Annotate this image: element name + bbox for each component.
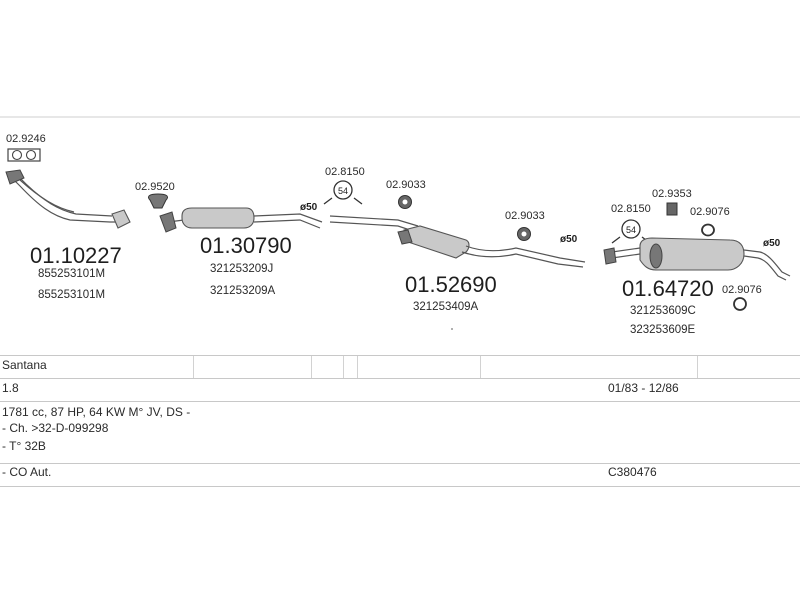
part-2-number: 01.30790 [200, 233, 292, 258]
ring-1-label: 02.9520 [135, 181, 175, 193]
part-1-oem-2: 855253101M [38, 289, 105, 301]
part-3-number: 01.52690 [405, 272, 497, 297]
column-divider [480, 356, 481, 378]
diameter-2-label: ø50 [560, 234, 578, 245]
spec-row-details: 1781 cc, 87 HP, 64 KW M° JV, DS - - Ch. … [0, 401, 800, 464]
model-name: Santana [2, 358, 47, 372]
rubber-3-label: 02.9353 [652, 188, 692, 200]
ring-3-icon [733, 297, 747, 311]
clamp-1-size: 54 [338, 186, 348, 196]
chassis-range: - Ch. >32-D-099298 [2, 421, 109, 435]
ring-2-icon [701, 223, 715, 237]
rubber-3-icon [666, 202, 678, 216]
diameter-3-label: ø50 [763, 238, 781, 249]
ring-1-icon [147, 193, 169, 209]
part-2-oem-1: 321253209J [210, 263, 273, 275]
vehicle-type: - T° 32B [2, 439, 46, 453]
engine-size: 1.8 [2, 381, 19, 395]
center-silencer-drawing [329, 215, 586, 268]
part-3-oem-1: 321253409A [413, 301, 479, 313]
spec-row-co: - CO Aut. C380476 [0, 463, 800, 487]
front-pipe-drawing [5, 169, 131, 229]
gasket-front-label: 02.9246 [6, 133, 46, 145]
stray-mark [451, 328, 453, 330]
part-4-oem-1: 321253609C [630, 305, 696, 317]
engine-details: 1781 cc, 87 HP, 64 KW M° JV, DS - [2, 405, 191, 419]
exhaust-system-diagram: 02.9246 01.10227 855253101M 855253101M 0… [0, 116, 800, 336]
rear-silencer-drawing [603, 237, 791, 281]
diameter-1-label: ø50 [300, 202, 318, 213]
ring-3-label: 02.9076 [722, 284, 762, 296]
part-2-oem-2: 321253209A [210, 285, 276, 297]
spec-row-engine: 1.8 01/83 - 12/86 [0, 377, 800, 402]
spec-row-model: Santana [0, 355, 800, 379]
clamp-1-icon [323, 180, 363, 205]
part-1-number: 01.10227 [30, 243, 122, 268]
column-divider [311, 356, 312, 378]
part-4-number: 01.64720 [622, 276, 714, 301]
production-years: 01/83 - 12/86 [608, 381, 679, 395]
clamp-1-label: 02.8150 [325, 166, 365, 178]
column-divider [193, 356, 194, 378]
front-silencer-drawing [159, 207, 323, 233]
rubber-2-label: 02.9033 [505, 210, 545, 222]
co-note: - CO Aut. [2, 465, 52, 479]
column-divider [343, 356, 344, 378]
catalog-code: C380476 [608, 465, 657, 479]
column-divider [697, 356, 698, 378]
part-1-oem-1: 855253101M [38, 268, 105, 280]
gasket-front-icon [7, 148, 41, 162]
ring-2-label: 02.9076 [690, 206, 730, 218]
part-4-oem-2: 323253609E [630, 324, 696, 336]
clamp-2-size: 54 [626, 225, 636, 235]
column-divider [357, 356, 358, 378]
rubber-2-icon [517, 227, 531, 241]
clamp-2-label: 02.8150 [611, 203, 651, 215]
rubber-1-icon [398, 195, 412, 209]
rubber-1-label: 02.9033 [386, 179, 426, 191]
